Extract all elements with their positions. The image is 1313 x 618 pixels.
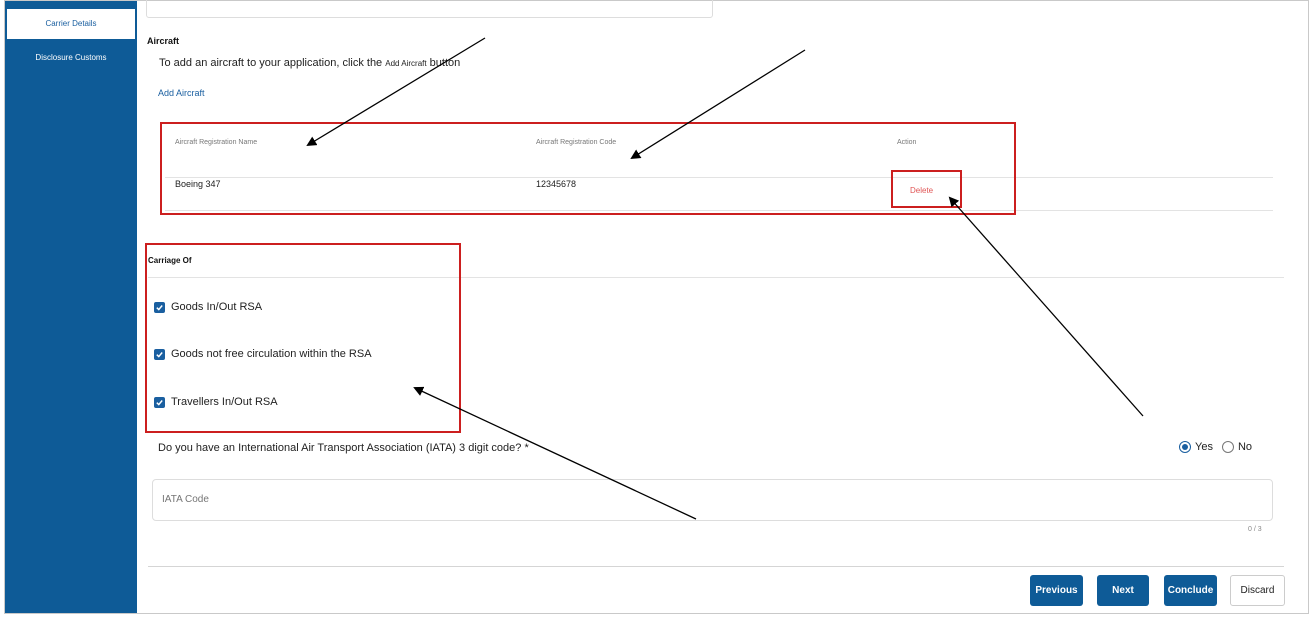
carriage-option-travellers[interactable]: Travellers In/Out RSA xyxy=(154,394,278,410)
table-row-divider xyxy=(165,210,1273,211)
carriage-option-goods-in-out[interactable]: Goods In/Out RSA xyxy=(154,299,262,315)
table-header-divider xyxy=(165,177,1273,178)
iata-radio-group: Yes No xyxy=(1179,441,1252,453)
radio-yes[interactable] xyxy=(1179,441,1191,453)
iata-character-counter: 0 / 3 xyxy=(1248,526,1262,533)
sidebar: Carrier Details Disclosure Customs xyxy=(5,1,137,613)
next-button[interactable]: Next xyxy=(1097,575,1149,606)
delete-button[interactable]: Delete xyxy=(910,186,934,195)
annotation-box-carriage xyxy=(145,243,461,433)
carriage-option-label: Goods not free circulation within the RS… xyxy=(171,348,372,360)
iata-code-input[interactable] xyxy=(152,479,1273,521)
carriage-option-label: Goods In/Out RSA xyxy=(171,301,263,313)
checkbox-checked-icon[interactable] xyxy=(154,396,165,408)
iata-question: Do you have an International Air Transpo… xyxy=(158,442,529,454)
table-cell-registration-code: 12345678 xyxy=(536,179,577,189)
annotation-box-aircraft-table xyxy=(160,122,1016,215)
checkbox-checked-icon[interactable] xyxy=(154,301,165,313)
radio-no[interactable] xyxy=(1221,441,1234,453)
carriage-option-goods-not-free[interactable]: Goods not free circulation within the RS… xyxy=(154,346,372,362)
table-cell-registration-name: Boeing 347 xyxy=(175,179,221,189)
carriage-option-label: Travellers In/Out RSA xyxy=(171,396,278,408)
column-header-registration-code: Aircraft Registration Code xyxy=(536,139,617,146)
sidebar-item-disclosure-customs[interactable]: Disclosure Customs xyxy=(35,53,107,62)
discard-button[interactable]: Discard xyxy=(1230,575,1285,606)
conclude-button[interactable]: Conclude xyxy=(1164,575,1217,606)
add-aircraft-link[interactable]: Add Aircraft xyxy=(158,88,205,98)
checkbox-checked-icon[interactable] xyxy=(154,348,165,360)
footer-divider xyxy=(148,566,1284,567)
previous-button[interactable]: Previous xyxy=(1030,575,1083,606)
aircraft-instruction: To add an aircraft to your application, … xyxy=(159,57,460,69)
instruction-text-post: button xyxy=(429,57,461,69)
column-header-action: Action xyxy=(897,139,917,146)
column-header-registration-name: Aircraft Registration Name xyxy=(175,139,258,146)
instruction-text-pre: To add an aircraft to your application, … xyxy=(159,57,383,69)
radio-no-label: No xyxy=(1237,441,1253,453)
instruction-text-button: Add Aircraft xyxy=(385,59,427,68)
carriage-divider xyxy=(148,277,1284,278)
previous-field-box xyxy=(146,0,713,18)
carriage-section-title: Carriage Of xyxy=(148,256,192,265)
aircraft-section-title: Aircraft xyxy=(147,36,180,46)
annotation-box-delete xyxy=(891,170,962,208)
radio-yes-label: Yes xyxy=(1195,441,1213,453)
sidebar-item-carrier-details[interactable]: Carrier Details xyxy=(7,9,135,39)
